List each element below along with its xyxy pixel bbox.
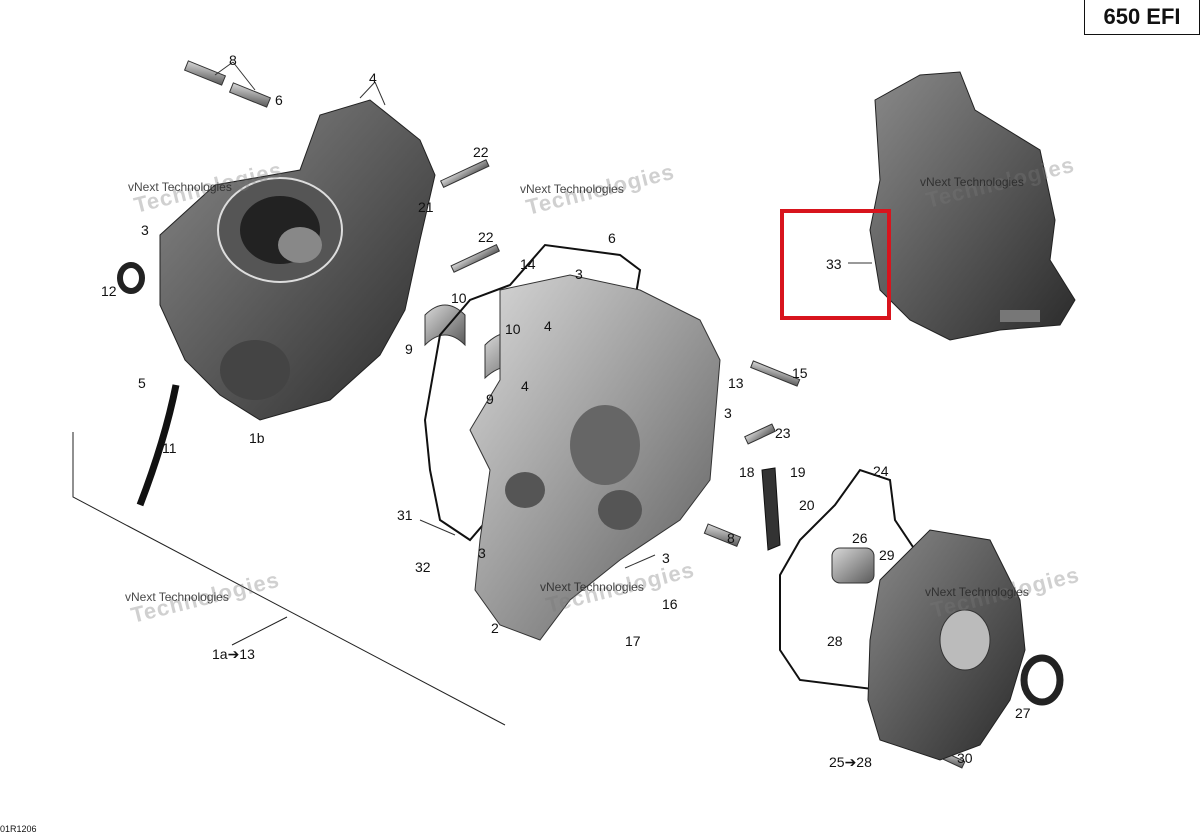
callout-label: 20 bbox=[799, 497, 815, 513]
callout-label: 28 bbox=[827, 633, 843, 649]
model-badge: 650 EFI bbox=[1084, 0, 1200, 35]
callout-label: 6 bbox=[608, 230, 616, 246]
callout-label: 3 bbox=[724, 405, 732, 421]
callout-label: 21 bbox=[418, 199, 434, 215]
callout-label: 8 bbox=[229, 52, 237, 68]
callout-label: 6 bbox=[275, 92, 283, 108]
callout-label: 3 bbox=[141, 222, 149, 238]
callout-label: 5 bbox=[138, 375, 146, 391]
oil-seal-27 bbox=[1020, 654, 1064, 706]
crankcase-left-half bbox=[159, 99, 436, 421]
oil-hose bbox=[136, 384, 180, 507]
bushing-26 bbox=[831, 547, 875, 584]
callout-label: 10 bbox=[451, 290, 467, 306]
callout-label: 9 bbox=[405, 341, 413, 357]
crankcase-cover bbox=[867, 529, 1026, 761]
callout-label: 12 bbox=[101, 283, 117, 299]
callout-label: 27 bbox=[1015, 705, 1031, 721]
callout-label: 22 bbox=[473, 144, 489, 160]
callout-label-highlighted: 33 bbox=[826, 256, 842, 272]
callout-label: 16 bbox=[662, 596, 678, 612]
engine-assembly bbox=[869, 71, 1076, 341]
callout-label: 9 bbox=[486, 391, 494, 407]
callout-label: 23 bbox=[775, 425, 791, 441]
crankcase-right-half bbox=[469, 274, 721, 641]
callout-label: 32 bbox=[415, 559, 431, 575]
dowel-pins bbox=[183, 60, 966, 769]
assembly-bracket bbox=[72, 432, 506, 726]
callout-label: 26 bbox=[852, 530, 868, 546]
callout-label: 17 bbox=[625, 633, 641, 649]
callout-label: 2 bbox=[491, 620, 499, 636]
callout-label: 22 bbox=[478, 229, 494, 245]
callout-label: 30 bbox=[957, 750, 973, 766]
callout-label: 24 bbox=[873, 463, 889, 479]
callout-label: 1a➔13 bbox=[212, 646, 255, 662]
oil-seal-12 bbox=[117, 262, 145, 294]
callout-label: 4 bbox=[544, 318, 552, 334]
callout-label: 13 bbox=[728, 375, 744, 391]
highlight-box bbox=[780, 209, 891, 320]
leader-lines bbox=[214, 61, 872, 569]
callout-label: 29 bbox=[879, 547, 895, 563]
callout-label: 18 bbox=[739, 464, 755, 480]
callout-label: 8 bbox=[727, 530, 735, 546]
callout-label: 3 bbox=[662, 550, 670, 566]
callout-label: 25➔28 bbox=[829, 754, 872, 770]
callout-label: 11 bbox=[162, 440, 177, 456]
callout-label: 4 bbox=[521, 378, 529, 394]
callout-label: 31 bbox=[397, 507, 413, 523]
callout-label: 3 bbox=[575, 266, 583, 282]
drawing-code: 01R1206 bbox=[0, 824, 37, 834]
callout-label: 1b bbox=[249, 430, 265, 446]
callout-label: 4 bbox=[369, 70, 377, 86]
callout-label: 10 bbox=[505, 321, 521, 337]
small-gasket bbox=[761, 467, 781, 551]
callout-label: 14 bbox=[520, 256, 536, 272]
callout-label: 3 bbox=[478, 545, 486, 561]
callout-label: 15 bbox=[792, 365, 808, 381]
callout-label: 19 bbox=[790, 464, 806, 480]
